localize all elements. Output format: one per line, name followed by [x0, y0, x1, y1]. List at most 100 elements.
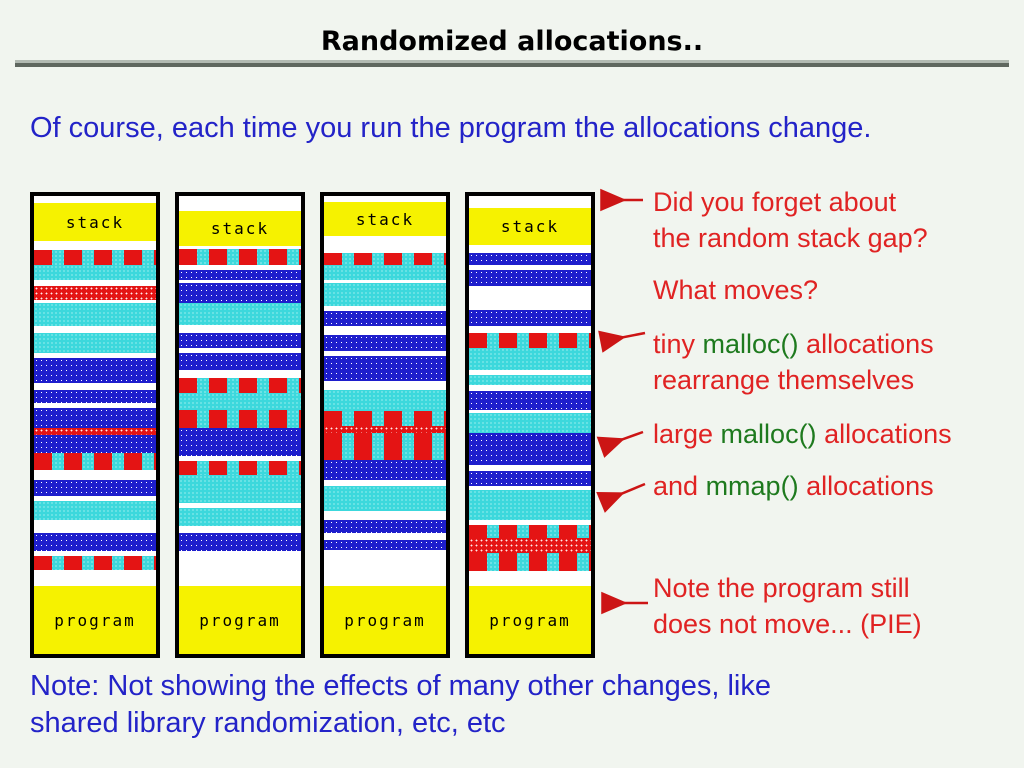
band-tiny: [34, 250, 156, 265]
title-rule: [15, 60, 1009, 67]
annotation-text: and: [653, 471, 706, 501]
band-blue: [469, 253, 591, 265]
band-cyan: [324, 390, 446, 411]
band-program: program: [324, 586, 446, 654]
band-gap: [324, 381, 446, 390]
annotation-line: large malloc() allocations: [653, 416, 952, 452]
band-blue: [324, 540, 446, 550]
band-cyan: [34, 333, 156, 353]
band-tiny: [469, 553, 591, 571]
band-cyan: [324, 486, 446, 511]
band-gap: [469, 486, 591, 490]
annotation-large-malloc: large malloc() allocations: [653, 416, 952, 452]
band-gap: [179, 325, 301, 333]
band-redhatch: [324, 426, 446, 433]
band-cyan: [179, 393, 301, 410]
band-blue: [34, 358, 156, 383]
band-blue: [34, 533, 156, 551]
annotation-line: tiny malloc() allocations: [653, 326, 934, 362]
band-stack: stack: [469, 208, 591, 245]
band-gap: [179, 526, 301, 533]
annotation-pie: Note the program still does not move... …: [653, 570, 922, 642]
arrow-tiny-malloc: [598, 330, 646, 353]
band-blue: [179, 283, 301, 303]
annotation-line: the random stack gap?: [653, 223, 928, 253]
band-cyan: [324, 283, 446, 306]
band-tiny: [324, 411, 446, 426]
band-blue: [179, 533, 301, 551]
band-blue: [34, 435, 156, 453]
footer-note: Note: Not showing the effects of many ot…: [30, 668, 990, 742]
band-blue: [469, 471, 591, 486]
band-gap: [469, 571, 591, 586]
band-gap: [34, 496, 156, 501]
band-gap: [324, 351, 446, 356]
band-gap: [469, 385, 591, 391]
band-program: program: [179, 586, 301, 654]
band-program: program: [469, 586, 591, 654]
annotation-line: rearrange themselves: [653, 365, 915, 395]
band-gap: [469, 410, 591, 413]
band-cyan: [34, 501, 156, 520]
band-gap: [324, 550, 446, 586]
page-title: Randomized allocations..: [320, 26, 704, 57]
annotation-mmap: and mmap() allocations: [653, 468, 934, 504]
band-gap: [34, 241, 156, 250]
arrow-mmap: [596, 482, 646, 513]
band-gap: [34, 551, 156, 556]
band-tiny: [179, 461, 301, 475]
band-tiny: [34, 453, 156, 470]
band-gap: [179, 265, 301, 270]
annotation-text: tiny: [653, 329, 703, 359]
intro-text: Of course, each time you run the program…: [30, 112, 872, 144]
band-cyan: [179, 508, 301, 526]
band-gap: [469, 465, 591, 471]
band-gap: [179, 348, 301, 353]
band-blue: [179, 428, 301, 456]
band-gap: [469, 370, 591, 375]
band-redhatch: [34, 286, 156, 300]
arrow-large-malloc: [596, 430, 644, 458]
band-gap: [324, 196, 446, 202]
band-gap: [324, 280, 446, 283]
band-stack: stack: [34, 203, 156, 241]
malloc-function-text: malloc(): [702, 329, 799, 359]
band-blue: [179, 333, 301, 348]
mmap-function-text: mmap(): [705, 471, 799, 501]
annotation-line: Did you forget about: [653, 187, 897, 217]
annotation-tiny-malloc: tiny malloc() allocations rearrange them…: [653, 326, 934, 398]
footer-line-2: shared library randomization, etc, etc: [30, 707, 506, 739]
band-tiny: [469, 333, 591, 348]
band-blue: [324, 460, 446, 480]
band-gap: [469, 286, 591, 310]
band-blue: [324, 356, 446, 381]
band-blue: [469, 391, 591, 410]
band-gap: [324, 511, 446, 520]
band-gap: [179, 246, 301, 249]
footer-line-1: Note: Not showing the effects of many ot…: [30, 670, 771, 702]
band-cyan: [469, 490, 591, 520]
band-cyan: [324, 265, 446, 280]
band-gap: [34, 470, 156, 480]
band-gap: [469, 196, 591, 208]
malloc-function-text: malloc(): [720, 419, 817, 449]
band-gap: [179, 503, 301, 508]
band-gap: [34, 383, 156, 390]
band-gap: [34, 353, 156, 358]
annotation-line: and mmap() allocations: [653, 468, 934, 504]
annotation-text: large: [653, 419, 721, 449]
band-gap: [179, 370, 301, 378]
band-gap: [469, 245, 591, 253]
title-rule-light: [15, 60, 1009, 63]
band-stack: stack: [324, 202, 446, 236]
band-gap: [179, 280, 301, 283]
band-tiny: [34, 556, 156, 570]
band-blue: [469, 270, 591, 286]
band-blue: [179, 353, 301, 370]
band-gap: [34, 280, 156, 286]
annotation-what-moves: What moves?: [653, 272, 818, 308]
band-tiny: [324, 443, 446, 460]
band-gap: [324, 326, 446, 335]
band-blue: [34, 390, 156, 403]
